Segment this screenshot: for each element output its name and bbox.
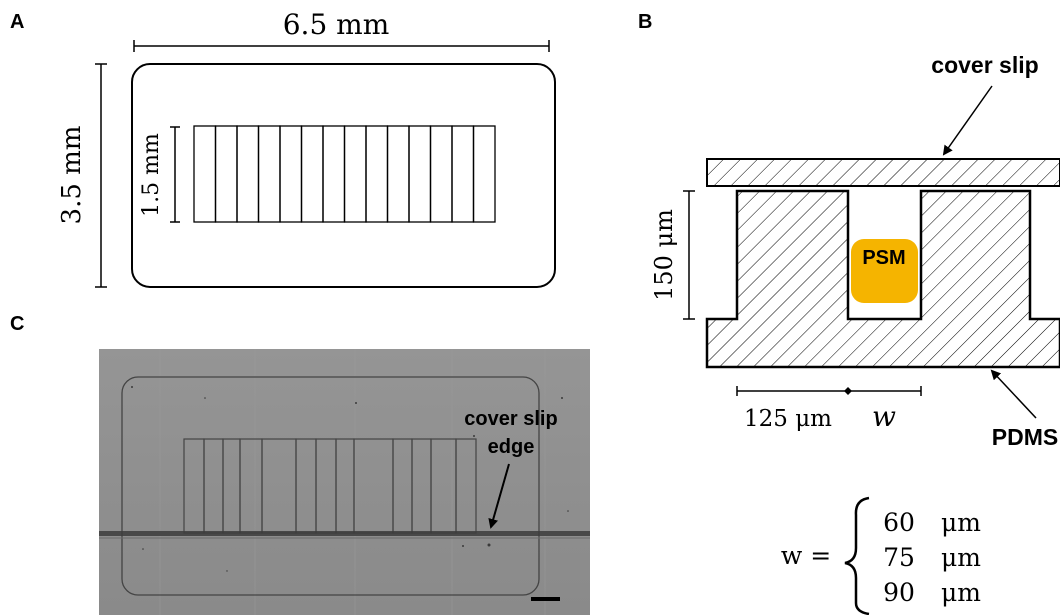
channel xyxy=(257,125,281,223)
spacing-dimension: 125 μm w xyxy=(736,386,922,433)
channel xyxy=(214,125,238,223)
height-label: 3.5 mm xyxy=(57,126,87,225)
panel-a-letter: A xyxy=(10,11,24,33)
depth-dimension: 150 μm xyxy=(650,190,695,320)
pdms-label: PDMS xyxy=(992,424,1058,450)
scale-bar xyxy=(531,597,560,601)
channel xyxy=(386,125,410,223)
width-equation: w = 60 75 90 μm μm μm xyxy=(781,496,981,615)
equation-unit-1: μm xyxy=(941,508,981,537)
panel-c: C cover sl xyxy=(10,313,590,615)
equation-brace xyxy=(844,496,870,615)
channel-height-label: 1.5 mm xyxy=(139,133,164,217)
channel xyxy=(472,125,496,223)
cover-slip-edge-label-line2: edge xyxy=(488,436,535,458)
channel xyxy=(279,125,303,223)
channel xyxy=(236,125,260,223)
equation-value-2: 75 xyxy=(883,543,915,572)
equation-unit-2: μm xyxy=(941,543,981,572)
w-label: w xyxy=(872,400,896,433)
spacing-label: 125 μm xyxy=(744,406,832,432)
width-dimension: 6.5 mm xyxy=(133,8,550,52)
pdms-body xyxy=(705,189,1060,369)
micrograph-image xyxy=(99,349,590,615)
panel-c-letter: C xyxy=(10,313,24,335)
channel xyxy=(193,125,217,223)
channel-array xyxy=(193,125,496,223)
psm-label: PSM xyxy=(862,247,905,269)
panel-a: A 6.5 mm 3.5 mm 1.5 mm xyxy=(10,8,556,288)
equation-value-1: 60 xyxy=(883,508,915,537)
cover-slip-edge-label-line1: cover slip xyxy=(464,408,557,430)
equation-lhs: w = xyxy=(781,541,831,570)
cover-slip-arrow xyxy=(942,85,993,156)
depth-label: 150 μm xyxy=(650,209,678,301)
channel xyxy=(322,125,346,223)
height-dimension: 3.5 mm xyxy=(57,63,107,288)
channel xyxy=(343,125,367,223)
micrograph-debris xyxy=(131,386,569,572)
channel xyxy=(451,125,475,223)
channel xyxy=(408,125,432,223)
micrograph-chip-outline xyxy=(121,376,540,596)
equation-unit-3: μm xyxy=(941,578,981,607)
channel xyxy=(365,125,389,223)
chip-outline xyxy=(131,63,556,288)
psm-tissue xyxy=(851,239,918,303)
panel-b-letter: B xyxy=(638,11,652,33)
equation-value-3: 90 xyxy=(883,578,915,607)
panel-b: B cover slip PSM 150 μm 125 μm w PDMS xyxy=(638,11,1060,615)
width-label: 6.5 mm xyxy=(283,8,390,41)
micrograph-streaks xyxy=(159,349,546,615)
cover-slip-edge-line xyxy=(99,531,590,536)
cover-slip-label: cover slip xyxy=(931,52,1038,78)
cover-slip xyxy=(706,158,1060,187)
cover-slip-edge-arrow xyxy=(488,463,510,529)
channel-height-dimension: 1.5 mm xyxy=(139,126,180,223)
channel xyxy=(429,125,453,223)
channel xyxy=(300,125,324,223)
pdms-arrow xyxy=(990,369,1037,419)
